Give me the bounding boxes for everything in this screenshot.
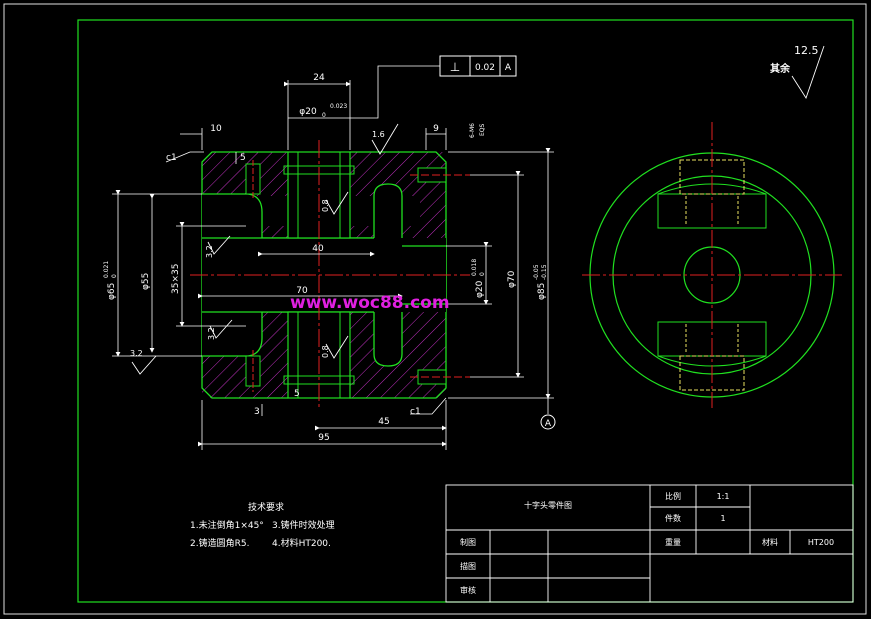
tolerance-symbol: ⊥ [450, 60, 460, 74]
roughness-rest-value: 12.5 [794, 44, 819, 57]
dim-5-top: 5 [240, 153, 246, 163]
sheet-border-outer [3, 3, 867, 615]
roughness-bore: 0.8 [321, 199, 330, 212]
dim-phi20-right-tol: 0.018 [471, 259, 478, 276]
title-block [445, 484, 854, 603]
dim-phi20-right: φ20 [475, 280, 485, 298]
dim-45: 45 [378, 417, 389, 427]
dim-phi20-right-low: 0 [479, 272, 486, 276]
qty-value: 1 [720, 514, 725, 523]
tolerance-value: 0.02 [475, 63, 495, 73]
dim-24: 24 [313, 73, 325, 83]
dim-phi70: φ70 [507, 270, 517, 288]
drawn-label: 制图 [460, 537, 476, 547]
section-view [190, 140, 470, 410]
dim-70: 70 [296, 286, 308, 296]
roughness-rest-label: 其余 [770, 62, 791, 75]
roughness-lower: 0.8 [321, 345, 330, 358]
tech-heading: 技术要求 [248, 501, 284, 513]
weight-label: 重量 [665, 537, 681, 547]
tolerance-frame: ⊥ 0.02 A [439, 55, 517, 77]
dim-eqs: EQS [479, 123, 486, 136]
roughness-low-left: 3.2 [130, 349, 143, 358]
side-view [582, 122, 842, 408]
scale-value: 1:1 [717, 492, 730, 501]
dim-c1-top: c1 [166, 153, 177, 163]
scale-label: 比例 [665, 491, 681, 501]
dim-phi65: φ65 [107, 283, 117, 300]
drawing-name: 十字头零件图 [524, 500, 572, 510]
dim-phi85-low: -0.15 [541, 264, 548, 280]
dim-95: 95 [318, 433, 329, 443]
material-label: 材料 [762, 537, 778, 547]
roughness-left2: 3.2 [207, 327, 216, 340]
dim-3: 3 [254, 407, 260, 417]
dim-10: 10 [210, 124, 222, 134]
dim-phi65-low: 0 [111, 274, 118, 278]
material-value: HT200 [808, 538, 834, 547]
watermark: www.woc88.com [290, 293, 450, 313]
dim-phi55: φ55 [141, 273, 151, 290]
checked-label: 审核 [460, 585, 476, 595]
dim-6-m6: 6-M6 [469, 123, 476, 138]
dim-phi20-top-low: 0 [322, 112, 326, 119]
tech-item-2: 2.铸造圆角R5. [190, 537, 249, 549]
dim-5-bot: 5 [294, 389, 300, 399]
roughness-top: 1.6 [372, 130, 385, 139]
tech-item-3: 3.铸件时效处理 [272, 519, 335, 531]
dim-phi20-top: φ20 [299, 107, 317, 117]
dim-9: 9 [433, 124, 439, 134]
dim-phi85: φ85 [537, 283, 547, 300]
datum-label: A [545, 419, 552, 429]
tech-item-4: 4.材料HT200. [272, 537, 331, 549]
bore-fill [202, 238, 446, 312]
roughness-symbols [131, 45, 825, 375]
sheet-border-inner [77, 19, 854, 603]
dim-phi85-tol: -0.05 [533, 264, 540, 280]
tolerance-datum: A [505, 63, 512, 73]
qty-label: 件数 [665, 513, 681, 523]
tech-item-1: 1.未注倒角1×45° [190, 519, 264, 531]
dim-phi20-top-tol: 0.023 [330, 103, 347, 110]
roughness-left: 3.2 [205, 245, 214, 258]
dim-c1-bot: c1 [410, 407, 421, 417]
dim-40: 40 [312, 244, 324, 254]
datum-circle [540, 414, 556, 430]
dim-35x35: 35×35 [171, 264, 181, 294]
designed-label: 描图 [460, 561, 476, 571]
dimension-lines [112, 65, 554, 450]
dim-phi65-tol: 0.021 [103, 261, 110, 278]
